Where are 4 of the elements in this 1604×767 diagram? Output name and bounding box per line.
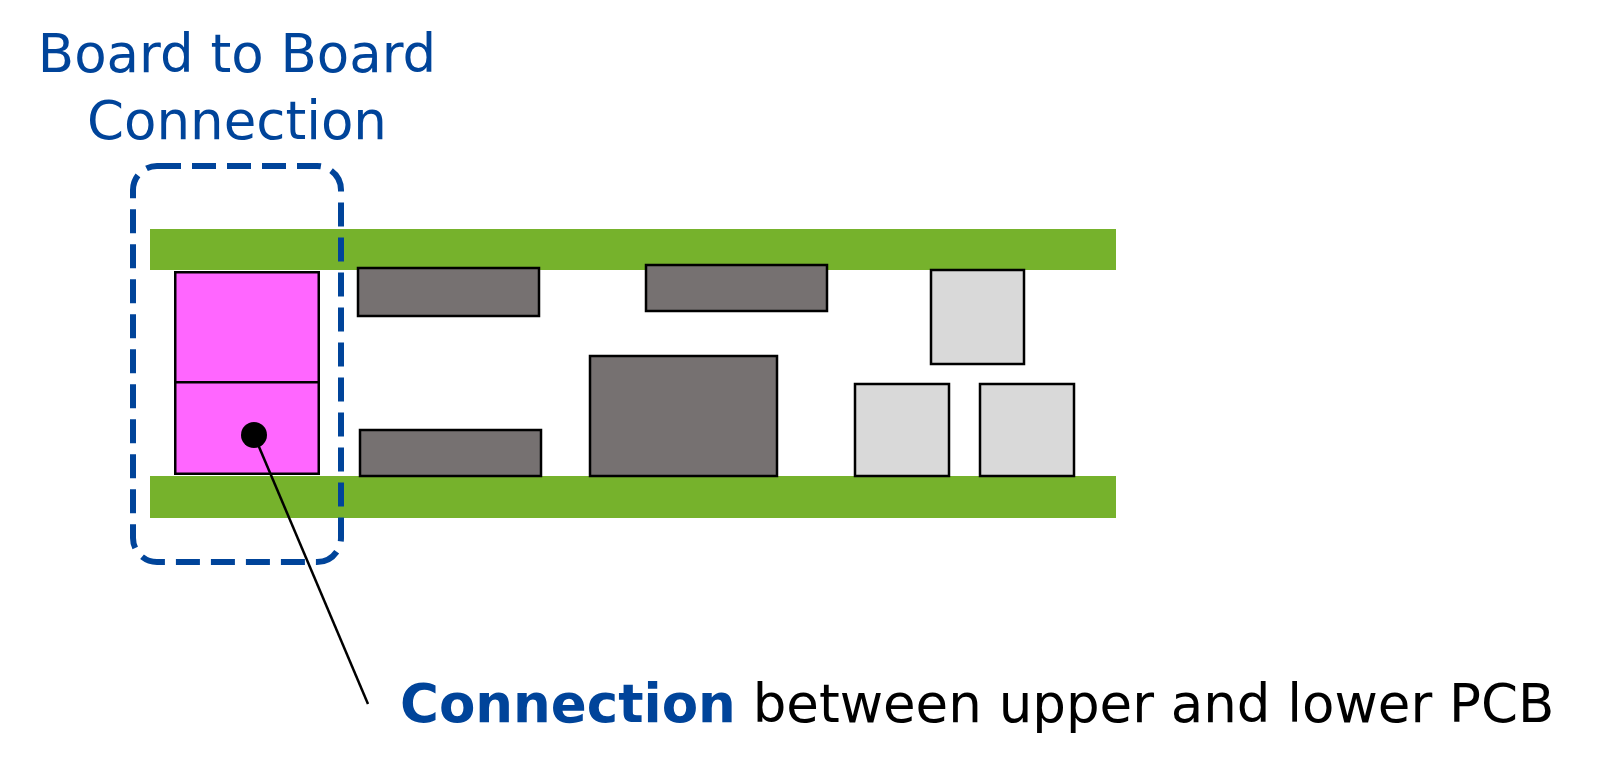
callout-text: Connection between upper and lower PCB (368, 672, 1555, 736)
leader-line (241, 422, 370, 705)
region-heading: Board to Board Connection (36, 22, 438, 153)
board-connector (174, 271, 320, 475)
